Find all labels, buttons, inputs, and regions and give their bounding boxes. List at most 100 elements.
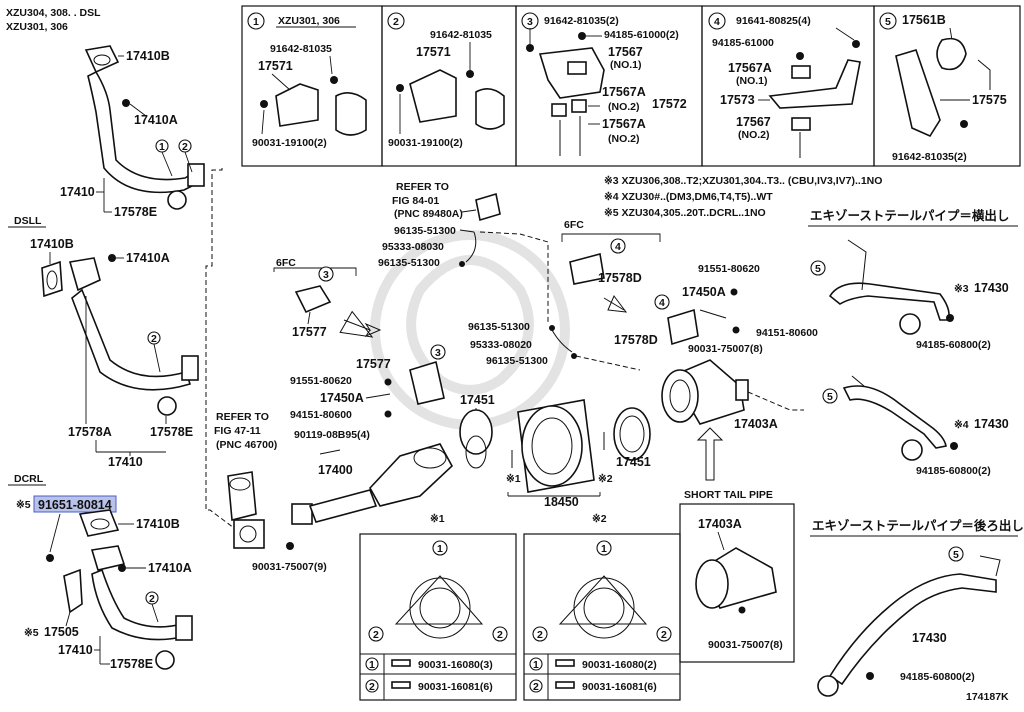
svg-text:17578D: 17578D [614, 333, 658, 347]
callout-17410A-a: 17410A [134, 113, 178, 127]
svg-text:91641-80825(4): 91641-80825(4) [736, 15, 811, 27]
svg-text:6FC: 6FC [276, 257, 296, 269]
svg-text:5: 5 [827, 391, 833, 403]
nut-icon [118, 564, 126, 572]
svg-text:18450: 18450 [544, 495, 579, 509]
callout-17410A-b: 17410A [126, 251, 170, 265]
svg-text:94185-60800(2): 94185-60800(2) [916, 339, 991, 351]
svg-text:4: 4 [659, 297, 665, 309]
nut-icon [108, 254, 116, 262]
svg-text:5: 5 [815, 263, 821, 275]
callout-17578E-c: 17578E [110, 657, 153, 671]
svg-text:4: 4 [615, 241, 621, 253]
svg-text:17578D: 17578D [598, 271, 642, 285]
hanger-17561B [936, 37, 967, 71]
bracket-17573 [768, 59, 861, 109]
svg-text:2: 2 [182, 141, 188, 153]
tail-pipe-17403A [661, 359, 749, 425]
svg-text:17567A: 17567A [728, 61, 772, 75]
bolt-table-1 [359, 533, 517, 701]
svg-text:95333-08020: 95333-08020 [470, 339, 532, 351]
svg-text:1: 1 [601, 543, 607, 555]
bolt-table-2 [523, 533, 681, 701]
svg-text:(NO.2): (NO.2) [608, 101, 640, 113]
svg-text:17577: 17577 [356, 357, 391, 371]
svg-text:17451: 17451 [616, 455, 651, 469]
svg-text:5: 5 [953, 549, 959, 561]
svg-text:4: 4 [714, 16, 720, 28]
callout-17578A: 17578A [68, 425, 112, 439]
note-4: ※4 XZU30#..(DM3,DM6,T4,T5)..WT [604, 191, 773, 203]
note-5: ※5 XZU304,305..20T..DCRL..1NO [604, 207, 766, 219]
svg-text:17403A: 17403A [698, 517, 742, 531]
svg-text:2: 2 [393, 16, 399, 28]
bolt-icon [46, 554, 54, 562]
svg-text:90031-16080(2): 90031-16080(2) [582, 659, 657, 671]
svg-text:3: 3 [527, 16, 533, 28]
exhaust-pipe-assy-a [84, 45, 205, 210]
svg-text:17567: 17567 [736, 115, 771, 129]
heading-short-tail: SHORT TAIL PIPE [684, 489, 773, 501]
callout-17505: 17505 [44, 625, 79, 639]
detail-box-5 [873, 5, 1021, 167]
svg-text:94185-60800(2): 94185-60800(2) [900, 671, 975, 683]
svg-text:2: 2 [373, 629, 379, 641]
callout-17410B-c: 17410B [136, 517, 180, 531]
bracket-17578D-b [667, 308, 699, 346]
svg-text:94151-80600: 94151-80600 [290, 409, 352, 421]
svg-text:17430: 17430 [912, 631, 947, 645]
svg-text:(PNC 89480A): (PNC 89480A) [394, 208, 463, 220]
gasket-17451-a [459, 409, 493, 455]
svg-text:2: 2 [369, 681, 375, 693]
sensor-bracket [475, 192, 501, 222]
variant-header-line2: XZU301, 306 [6, 21, 68, 33]
bracket-17571-a [275, 83, 319, 127]
svg-text:17403A: 17403A [734, 417, 778, 431]
svg-text:※2: ※2 [598, 473, 613, 485]
callout-17578E-a: 17578E [114, 205, 157, 219]
svg-text:91642-81035(2): 91642-81035(2) [544, 15, 619, 27]
svg-text:REFER TO: REFER TO [216, 411, 269, 423]
svg-text:90031-75007(8): 90031-75007(8) [688, 343, 763, 355]
variant-dcrl: DCRL [14, 473, 44, 485]
svg-text:17577: 17577 [292, 325, 327, 339]
exhaust-pipe-assy-c [63, 509, 193, 670]
callout-17410B-b: 17410B [30, 237, 74, 251]
svg-text:(NO.2): (NO.2) [738, 129, 770, 141]
note-3: ※3 XZU306,308..T2;XZU301,304..T3.. (CBU,… [604, 175, 882, 187]
callout-17410A-c: 17410A [148, 561, 192, 575]
svg-text:3: 3 [435, 347, 441, 359]
variant-header-line1: XZU304, 308. . DSL [6, 7, 101, 19]
svg-text:5: 5 [885, 16, 891, 28]
svg-text:90031-19100(2): 90031-19100(2) [388, 137, 463, 149]
svg-text:(NO.2): (NO.2) [608, 133, 640, 145]
svg-text:※1: ※1 [430, 513, 445, 525]
svg-text:17572: 17572 [652, 97, 687, 111]
svg-text:1: 1 [253, 16, 259, 28]
svg-text:17450A: 17450A [682, 285, 726, 299]
svg-text:90031-16081(6): 90031-16081(6) [582, 681, 657, 693]
svg-text:1: 1 [437, 543, 443, 555]
callout-17410-a: 17410 [60, 185, 95, 199]
svg-text:17430: 17430 [974, 281, 1009, 295]
bracket-17577-b [409, 360, 445, 405]
front-exhaust-pipe-17400 [291, 443, 453, 525]
svg-text:17571: 17571 [258, 59, 293, 73]
exhaust-pipe-assy-b [41, 257, 199, 416]
svg-text:(NO.1): (NO.1) [736, 75, 768, 87]
heading-rear-exhaust: エキゾーストテールパイプ＝後ろ出し [812, 518, 1024, 533]
up-arrow-icon [696, 427, 724, 481]
svg-text:17571: 17571 [416, 45, 451, 59]
svg-text:90119-08B95(4): 90119-08B95(4) [294, 429, 370, 441]
svg-text:91642-81035(2): 91642-81035(2) [892, 151, 967, 163]
highlighted-part-box[interactable] [33, 495, 117, 513]
svg-text:91642-81035: 91642-81035 [430, 29, 492, 41]
callout-17410-b: 17410 [108, 455, 143, 469]
callout-91651-80814[interactable]: 91651-80814 [38, 498, 112, 512]
svg-text:※3: ※3 [954, 283, 969, 295]
svg-text:96135-51300: 96135-51300 [394, 225, 456, 237]
svg-text:91642-81035: 91642-81035 [270, 43, 332, 55]
bracket-17578D-a [569, 253, 605, 285]
svg-text:6FC: 6FC [564, 219, 584, 231]
svg-text:2: 2 [497, 629, 503, 641]
